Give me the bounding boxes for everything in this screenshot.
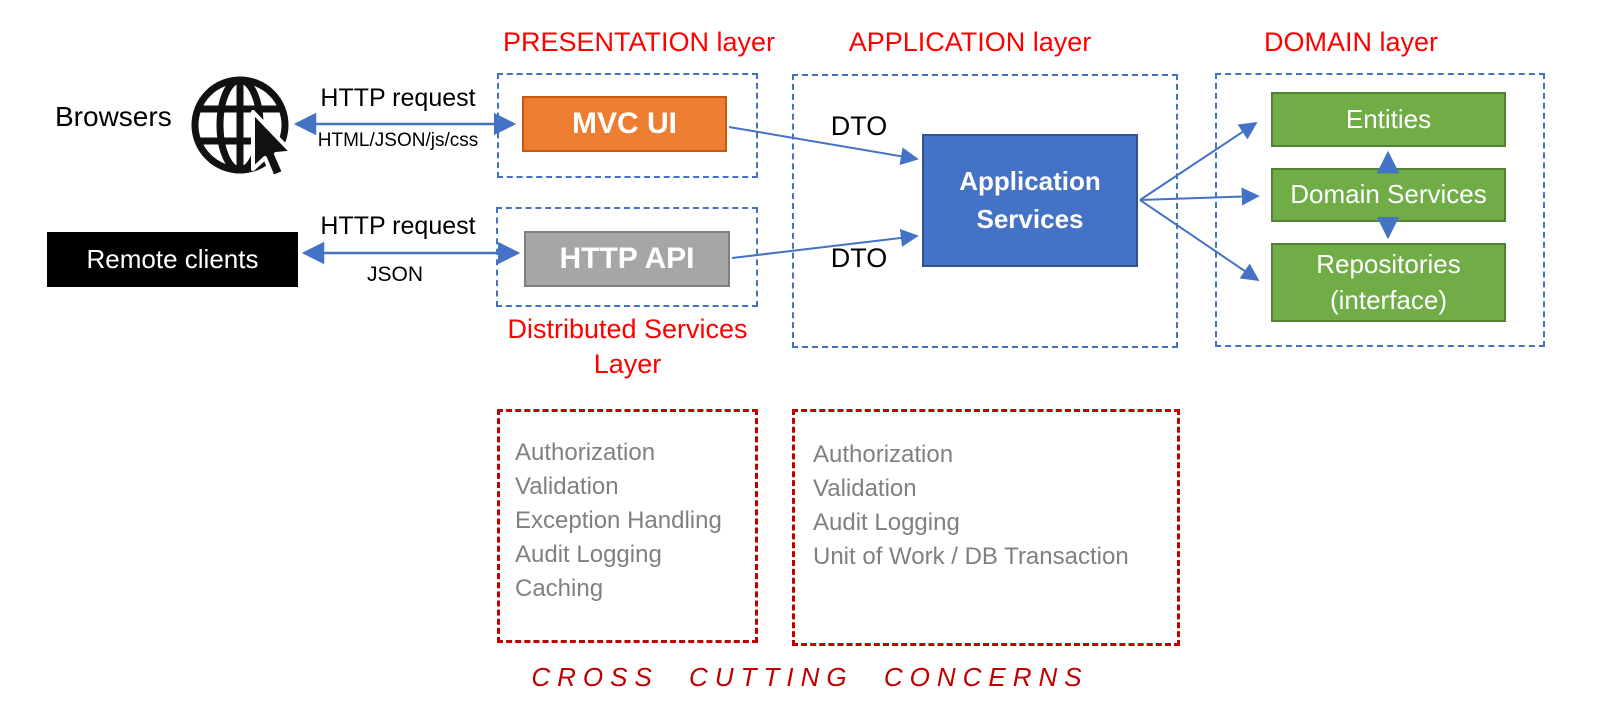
distributed-title-line1: Distributed Services — [507, 314, 748, 344]
mvc-ui-node: MVC UI — [522, 96, 727, 152]
domain-services-label: Domain Services — [1290, 179, 1487, 210]
list-item: Validation — [515, 473, 619, 500]
list-item: Authorization — [515, 439, 656, 466]
dto-label-bottom: DTO — [830, 243, 888, 273]
remote-clients-node: Remote clients — [47, 232, 298, 287]
browsers-label: Browsers — [55, 101, 172, 132]
repositories-label-line1: Repositories — [1316, 249, 1461, 280]
distributed-services-layer-title: Distributed Services Layer — [497, 312, 758, 382]
http-api-label: HTTP API — [559, 242, 695, 275]
list-item: Audit Logging — [515, 541, 662, 568]
domain-layer-title: DOMAIN layer — [1263, 27, 1439, 57]
cross-cutting-box-right — [792, 409, 1180, 646]
list-item: Authorization — [813, 441, 954, 468]
application-services-label-line2: Services — [976, 203, 1084, 234]
list-item: Caching — [515, 575, 604, 602]
repositories-node: Repositories (interface) — [1271, 243, 1506, 322]
mouse-cursor-icon — [251, 110, 294, 179]
client-arrow-label-top: HTTP request — [320, 212, 476, 240]
mvc-ui-label: MVC UI — [572, 107, 677, 140]
distributed-title-line2: Layer — [593, 349, 662, 380]
application-layer-title: APPLICATION layer — [848, 27, 1092, 57]
browser-arrow-label-top: HTTP request — [320, 84, 476, 112]
entities-node: Entities — [1271, 92, 1506, 147]
cross-cutting-list-right: Authorization Validation Audit Logging U… — [813, 438, 1129, 574]
list-item: Exception Handling — [515, 507, 722, 534]
application-services-label-line1: Application — [959, 165, 1101, 196]
presentation-layer-title: PRESENTATION layer — [503, 27, 776, 57]
browser-arrow-label-bottom: HTML/JSON/js/css — [317, 130, 479, 151]
list-item: Audit Logging — [813, 509, 960, 536]
remote-clients-label: Remote clients — [86, 243, 259, 274]
client-arrow-label-bottom: JSON — [366, 263, 423, 286]
list-item: Validation — [813, 475, 917, 502]
entities-label: Entities — [1345, 103, 1432, 134]
globe-with-cursor-icon — [191, 76, 289, 174]
domain-services-node: Domain Services — [1271, 168, 1506, 222]
cross-cutting-list-left: Authorization Validation Exception Handl… — [515, 436, 722, 606]
http-api-node: HTTP API — [524, 231, 730, 287]
application-services-node: Application Services — [922, 134, 1138, 267]
cross-cutting-box-left — [497, 409, 758, 643]
list-item: Unit of Work / DB Transaction — [813, 543, 1129, 570]
dto-label-top: DTO — [830, 111, 888, 141]
repositories-label-line2: (interface) — [1329, 284, 1448, 315]
cross-cutting-caption: CROSS CUTTING CONCERNS — [531, 662, 1089, 692]
